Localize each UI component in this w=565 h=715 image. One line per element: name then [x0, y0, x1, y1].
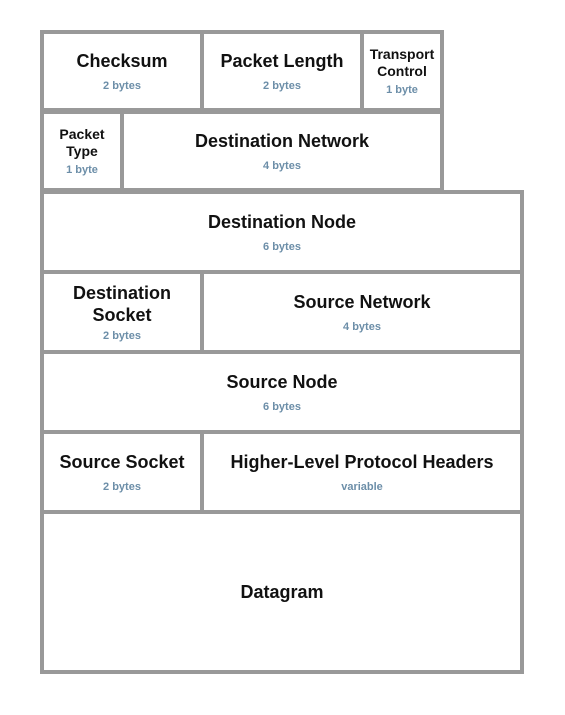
field-name: Destination Socket: [72, 282, 171, 325]
field-size: 2 bytes: [103, 480, 141, 493]
field-size: 4 bytes: [343, 320, 381, 333]
field-source-node: Source Node 6 bytes: [40, 350, 524, 434]
field-size: 2 bytes: [103, 329, 141, 342]
field-packet-type: Packet Type 1 byte: [40, 110, 124, 192]
field-size: variable: [341, 480, 383, 493]
field-name: Destination Network: [194, 130, 370, 151]
field-higher-level-protocol-headers: Higher-Level Protocol Headers variable: [200, 430, 524, 514]
field-checksum: Checksum 2 bytes: [40, 30, 204, 112]
field-name: Destination Node: [207, 211, 356, 232]
field-name: Higher-Level Protocol Headers: [230, 451, 494, 472]
field-name: Packet Type: [59, 125, 105, 159]
field-size: 4 bytes: [263, 159, 301, 172]
field-packet-length: Packet Length 2 bytes: [200, 30, 364, 112]
field-transport-control: Transport Control 1 byte: [360, 30, 444, 112]
field-size: 1 byte: [386, 83, 418, 96]
field-name: Transport Control: [369, 45, 435, 79]
field-size: 2 bytes: [263, 79, 301, 92]
field-name: Packet Length: [220, 50, 344, 71]
field-size: 1 byte: [66, 163, 98, 176]
field-destination-network: Destination Network 4 bytes: [120, 110, 444, 192]
field-destination-socket: Destination Socket 2 bytes: [40, 270, 204, 354]
field-name: Datagram: [240, 582, 324, 602]
field-source-network: Source Network 4 bytes: [200, 270, 524, 354]
field-name: Source Network: [293, 291, 431, 312]
field-source-socket: Source Socket 2 bytes: [40, 430, 204, 514]
field-size: 6 bytes: [263, 240, 301, 253]
field-destination-node: Destination Node 6 bytes: [40, 190, 524, 274]
field-size: 6 bytes: [263, 400, 301, 413]
field-name: Source Node: [226, 371, 338, 392]
field-datagram: Datagram: [40, 510, 524, 674]
field-name: Source Socket: [59, 451, 185, 472]
field-name: Checksum: [76, 50, 168, 71]
field-size: 2 bytes: [103, 79, 141, 92]
